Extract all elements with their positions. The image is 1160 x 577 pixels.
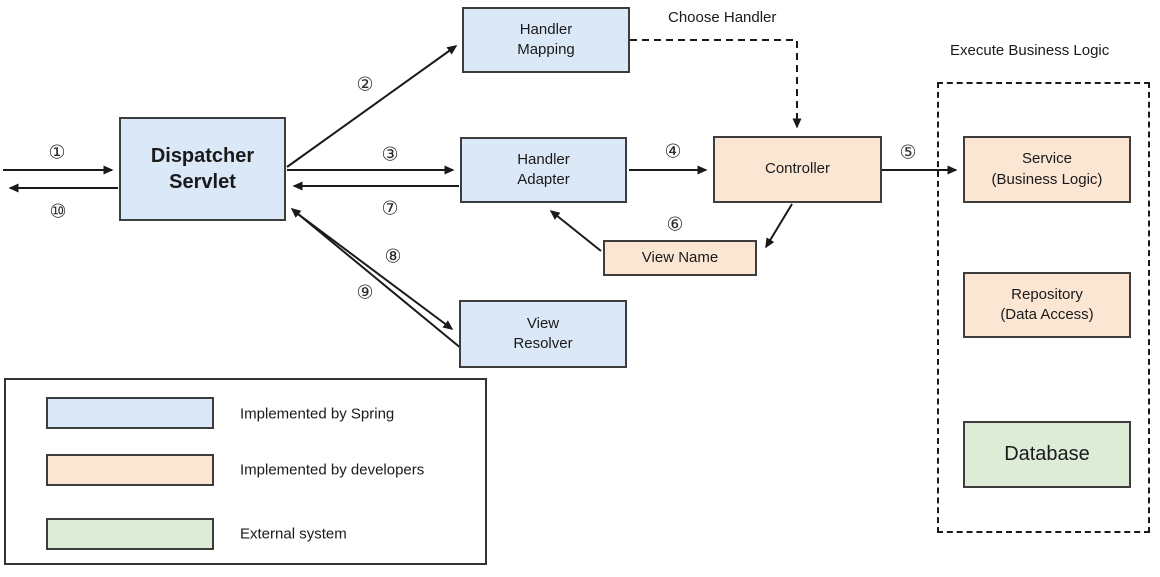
node-database: Database (963, 421, 1131, 488)
step-1-label: ① (48, 142, 66, 164)
legend-label-spring: Implemented by Spring (240, 405, 395, 423)
node-view-name: View Name (603, 240, 757, 276)
node-view-resolver: View Resolver (459, 300, 627, 368)
execute-business-logic-label: Execute Business Logic (950, 42, 1110, 59)
legend-swatch-spring (46, 397, 214, 429)
step-7-label: ⑦ (381, 198, 399, 220)
arrow-step6-view-name-to-handler-adapter (549, 210, 602, 252)
legend-swatch-developers (46, 454, 214, 486)
step-8-label: ⑧ (384, 246, 402, 268)
arrow-step8-to-view-resolver (293, 210, 454, 330)
step-10-label: ⑩ (49, 201, 67, 223)
step-9-label: ⑨ (356, 282, 374, 304)
arrow-controller-to-view-name (765, 203, 793, 249)
arrow-step9-to-dispatcher (290, 208, 463, 350)
step-2-label: ② (356, 74, 374, 96)
execute-business-logic-region (937, 82, 1150, 533)
arrow-step2-to-handler-mapping (286, 45, 458, 168)
legend-swatch-external (46, 518, 214, 550)
legend-box: Implemented by Spring Implemented by dev… (4, 378, 487, 565)
choose-handler-label: Choose Handler (668, 9, 777, 26)
node-handler-adapter: Handler Adapter (460, 137, 627, 203)
step-6-label: ⑥ (666, 214, 684, 236)
legend-label-developers: Implemented by developers (240, 461, 425, 479)
legend-label-external: External system (240, 525, 347, 543)
node-dispatcher-servlet: Dispatcher Servlet (119, 117, 286, 221)
node-service: Service (Business Logic) (963, 136, 1131, 203)
node-repository: Repository (Data Access) (963, 272, 1131, 338)
step-4-label: ④ (664, 141, 682, 163)
node-handler-mapping: Handler Mapping (462, 7, 630, 73)
step-3-label: ③ (381, 144, 399, 166)
arrow-choose-handler-dashed (630, 39, 802, 129)
node-controller: Controller (713, 136, 882, 203)
step-5-label: ⑤ (899, 142, 917, 164)
